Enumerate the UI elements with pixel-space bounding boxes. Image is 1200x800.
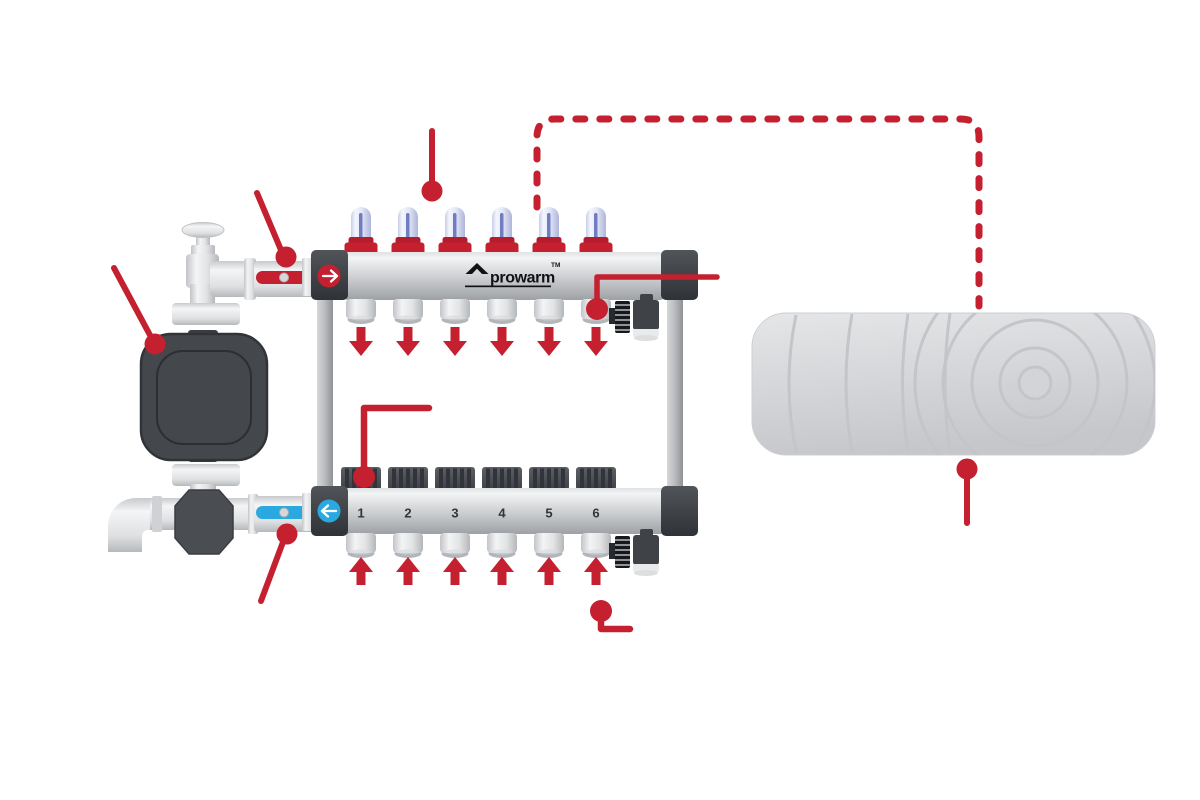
arrow-up-icon bbox=[537, 557, 561, 585]
flow-manifold: prowarm TM bbox=[302, 207, 698, 341]
arrow-up-icon bbox=[349, 557, 373, 585]
return-manifold-bar bbox=[344, 488, 664, 534]
flow-manifold-bar bbox=[344, 252, 664, 300]
port-union bbox=[393, 533, 423, 558]
return-manifold-end-block-right bbox=[661, 486, 698, 536]
arrow-up-icon bbox=[443, 557, 467, 585]
actuator-cap-4 bbox=[480, 465, 524, 492]
mounting-rail-right bbox=[667, 298, 683, 490]
return-direction-left-icon bbox=[317, 499, 341, 523]
callout-return-port-6 bbox=[590, 600, 634, 633]
port-number-label: 2 bbox=[404, 506, 411, 521]
arrow-down-icon bbox=[584, 327, 608, 356]
pipe-union-ring bbox=[152, 496, 162, 532]
port-union bbox=[440, 533, 470, 558]
annotation-callouts bbox=[111, 128, 978, 633]
return-ball-valve-blue bbox=[248, 494, 316, 534]
fill-drain-tap bbox=[181, 222, 256, 306]
flow-meter-2 bbox=[391, 207, 425, 258]
actuator-cap-5 bbox=[527, 465, 571, 492]
callout-flow-port-6 bbox=[586, 274, 720, 320]
actuator-cap-3 bbox=[433, 465, 477, 492]
port-number-label: 6 bbox=[592, 506, 599, 521]
port-union bbox=[534, 533, 564, 558]
port-number-label: 3 bbox=[451, 506, 458, 521]
tank-ridges bbox=[787, 313, 1155, 455]
pump-union-bottom bbox=[172, 464, 240, 486]
brand-tm: TM bbox=[551, 262, 560, 269]
actuator-cap-6 bbox=[574, 465, 618, 492]
port-union bbox=[487, 533, 517, 558]
arrow-down-icon bbox=[490, 327, 514, 356]
port-union bbox=[534, 299, 564, 324]
port-union bbox=[487, 299, 517, 324]
arrow-down-icon bbox=[396, 327, 420, 356]
brand-name: prowarm bbox=[490, 270, 555, 287]
flow-out-arrows bbox=[349, 327, 608, 585]
arrow-down-icon bbox=[443, 327, 467, 356]
tank-end-ring bbox=[913, 313, 1155, 455]
drain-valve-top bbox=[609, 294, 659, 341]
brand-logo: prowarm TM bbox=[465, 262, 560, 288]
drain-valve-bottom bbox=[609, 529, 659, 576]
port-union bbox=[393, 299, 423, 324]
valve-screw bbox=[279, 272, 289, 283]
port-number-label: 4 bbox=[498, 506, 506, 521]
drain-fitting bbox=[633, 535, 659, 565]
flow-meter-4 bbox=[485, 207, 519, 258]
port-number-label: 5 bbox=[545, 506, 552, 521]
flow-meter-3 bbox=[438, 207, 472, 258]
arrow-up-icon bbox=[584, 557, 608, 585]
isolation-valve-body bbox=[174, 489, 234, 555]
circulation-pump bbox=[139, 303, 269, 502]
mounting-rail-left bbox=[317, 298, 333, 490]
callout-pump bbox=[111, 265, 166, 355]
callout-tank bbox=[956, 458, 978, 526]
flow-ball-valve-red bbox=[254, 261, 316, 297]
flow-direction-right-icon bbox=[317, 264, 341, 288]
callout-actuator-1 bbox=[353, 404, 433, 488]
port-union bbox=[440, 299, 470, 324]
flow-meter-1 bbox=[344, 207, 378, 258]
callout-blue-valve bbox=[258, 523, 298, 604]
roof-icon bbox=[465, 263, 489, 274]
arrow-down-icon bbox=[349, 327, 373, 356]
flow-meter-5 bbox=[532, 207, 566, 258]
port-union bbox=[346, 299, 376, 324]
callout-flow-meters bbox=[421, 128, 443, 202]
return-manifold: 1 2 3 4 5 6 bbox=[302, 465, 698, 576]
return-pipe-assembly bbox=[108, 489, 252, 555]
pump-body bbox=[139, 332, 269, 462]
dashed-flow-route-pipe bbox=[533, 115, 983, 310]
valve-screw bbox=[279, 507, 289, 518]
tank-body bbox=[751, 312, 1156, 456]
return-elbow-pipe bbox=[108, 498, 156, 552]
port-union bbox=[346, 533, 376, 558]
pump-union-top bbox=[172, 303, 240, 325]
arrow-up-icon bbox=[490, 557, 514, 585]
drain-knob bbox=[615, 301, 630, 333]
drain-fitting bbox=[633, 300, 659, 330]
drain-knob bbox=[615, 536, 630, 568]
port-union bbox=[581, 533, 611, 558]
buffer-tank bbox=[751, 312, 1156, 456]
pump-face-ring bbox=[156, 350, 252, 445]
tap-outlet-arm bbox=[210, 261, 248, 297]
port-number-label: 1 bbox=[357, 506, 364, 521]
callout-red-valve bbox=[254, 190, 297, 268]
tap-handle bbox=[181, 222, 225, 238]
actuator-cap-2 bbox=[386, 465, 430, 492]
arrow-down-icon bbox=[537, 327, 561, 356]
flow-meter-6 bbox=[579, 207, 613, 258]
arrow-up-icon bbox=[396, 557, 420, 585]
